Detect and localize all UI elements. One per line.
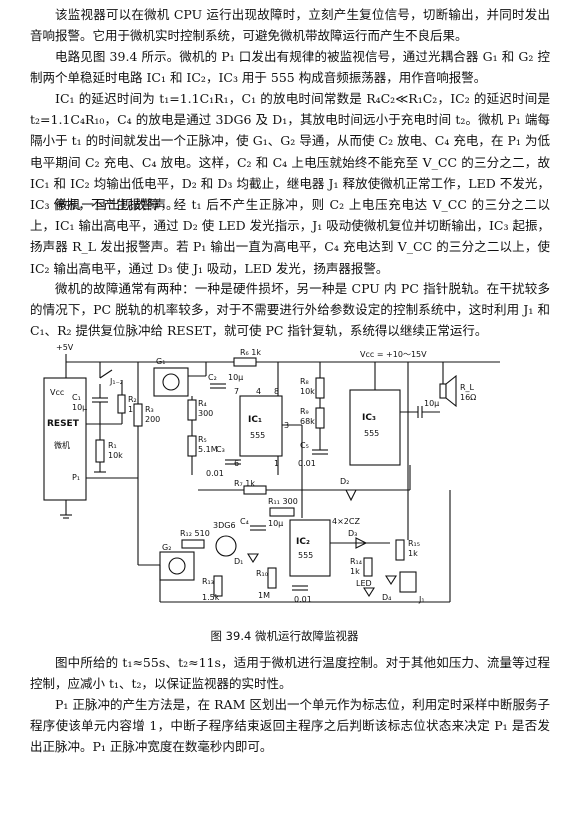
pin-ic1-6: 6	[234, 459, 239, 468]
transistor-3dg6	[215, 535, 237, 557]
label-microcomputer: 微机	[54, 440, 70, 450]
label-c3: C₃	[216, 445, 225, 454]
label-r14: R₁₄	[350, 557, 362, 566]
label-r5-value: 5.1M	[198, 445, 218, 454]
pin-ic1-7: 7	[234, 387, 239, 396]
led	[363, 587, 375, 598]
figure-caption: 图 39.4 微机运行故障监视器	[210, 629, 359, 643]
label-r14-value: 1k	[350, 567, 360, 576]
label-c1-value: 10μ	[72, 403, 87, 412]
label-ic2-type: 555	[298, 551, 313, 560]
label-r15-value: 1k	[408, 549, 418, 558]
label-c2: C₂	[208, 373, 217, 382]
label-r13-value: 1.5k	[202, 593, 220, 602]
label-r6: R₆ 1k	[240, 348, 261, 357]
diode-d1	[247, 553, 259, 564]
label-c7-value: 0.01	[294, 595, 312, 604]
label-j12: J₁₋₂	[109, 377, 123, 386]
label-c5-value: 0.01	[298, 459, 316, 468]
label-vcc-rail: Vcc = +10～15V	[360, 350, 427, 359]
label-j1: J₁	[418, 595, 425, 604]
label-p1: P₁	[72, 473, 80, 482]
label-r3-value: 200	[145, 415, 160, 424]
label-r10-value: 1M	[258, 591, 270, 600]
paragraph-pulse-generation: P₁ 正脉冲的产生方法是，在 RAM 区划出一个单元作为标志位，利用定时采样中断…	[30, 697, 550, 755]
label-r1-value: 10k	[108, 451, 123, 460]
label-d1: D₁	[234, 557, 243, 566]
label-ic1-type: 555	[250, 431, 265, 440]
label-c6-value: 10μ	[424, 399, 439, 408]
label-d3: D₃	[348, 529, 357, 538]
pin-ic1-4: 4	[256, 387, 261, 396]
label-r8-value: 10k	[300, 387, 315, 396]
label-g2: G₂	[162, 543, 171, 552]
label-ic3-type: 555	[364, 429, 379, 438]
label-r2-value: 1k	[128, 405, 138, 414]
label-ic1: IC₁	[248, 415, 262, 425]
label-c1: C₁	[72, 393, 81, 402]
pin-ic1-8: 8	[274, 387, 279, 396]
label-r8: R₈	[300, 377, 309, 386]
paragraph-fault-types: 微机的故障通常有两种：一种是硬件损坏，另一种是 CPU 内 PC 指针脱轨。在干…	[30, 281, 550, 339]
label-r11: R₁₁ 300	[268, 497, 298, 506]
label-ic2: IC₂	[296, 537, 310, 547]
label-c3-value: 0.01	[206, 469, 224, 478]
paragraph-intro: 该监视器可以在微机 CPU 运行出现故障时，立刻产生复位信号，切断输出，并同时发…	[30, 7, 550, 44]
label-rl-value: 16Ω	[460, 393, 476, 402]
label-r10: R₁₀	[256, 569, 268, 578]
label-r9: R₉	[300, 407, 309, 416]
label-r4-value: 300	[198, 409, 213, 418]
label-led: LED	[356, 579, 372, 588]
ic1-555	[239, 395, 283, 457]
label-r2: R₂	[128, 395, 137, 404]
label-diode-type: 4×2CZ	[332, 517, 360, 526]
label-rl: R_L	[460, 383, 475, 392]
label-transistor: 3DG6	[213, 521, 236, 530]
label-r7: R₇ 1k	[234, 479, 255, 488]
microcomputer-block	[43, 377, 87, 501]
diode-d4	[385, 575, 397, 586]
label-reset: RESET	[47, 419, 80, 429]
label-r9-value: 68k	[300, 417, 315, 426]
speaker	[439, 383, 447, 399]
label-r15: R₁₅	[408, 539, 420, 548]
label-c4-value: 10μ	[268, 519, 283, 528]
ic2-555	[289, 519, 331, 577]
label-r3: R₃	[145, 405, 154, 414]
label-r13: R₁₃	[202, 577, 214, 586]
label-c2-value: 10μ	[228, 373, 243, 382]
label-c5: C₅	[300, 441, 309, 450]
label-r4: R₄	[198, 399, 207, 408]
label-plus5v: +5V	[56, 343, 74, 352]
label-ic3: IC₃	[362, 413, 376, 423]
paragraph-circuit-overview: 电路见图 39.4 所示。微机的 P₁ 口发出有规律的被监视信号，通过光耦合器 …	[30, 49, 550, 86]
label-g1: G₁	[156, 357, 165, 366]
circuit-diagram: +5V Vcc = +10～15V Vcc RESET 微机 P₁ J₁₋₂ C…	[43, 343, 500, 604]
pin-ic1-1: 1	[274, 459, 279, 468]
relay-j1	[399, 571, 417, 593]
label-r1: R₁	[108, 441, 117, 450]
ic3-555	[349, 389, 401, 466]
label-r5: R₅	[198, 435, 207, 444]
label-c4: C₄	[240, 517, 249, 526]
label-vcc: Vcc	[50, 388, 64, 397]
label-r12: R₁₂ 510	[180, 529, 210, 538]
paragraph-timing-values: 图中所给的 t₁≈55s、t₂≈11s，适用于微机进行温度控制。对于其他如压力、…	[30, 655, 550, 692]
label-d4: D₄	[382, 593, 391, 602]
label-d2: D₂	[340, 477, 349, 486]
diode-d2	[345, 489, 357, 502]
paragraph-fault-behavior: 微机一旦出现故障，经 t₁ 后不产生正脉冲，则 C₂ 上电压充电达 V_CC 的…	[30, 197, 550, 276]
paragraph-timing: IC₁ 的延迟时间为 t₁=1.1C₁R₁，C₁ 的放电时间常数是 R₄C₂≪R…	[30, 91, 550, 213]
